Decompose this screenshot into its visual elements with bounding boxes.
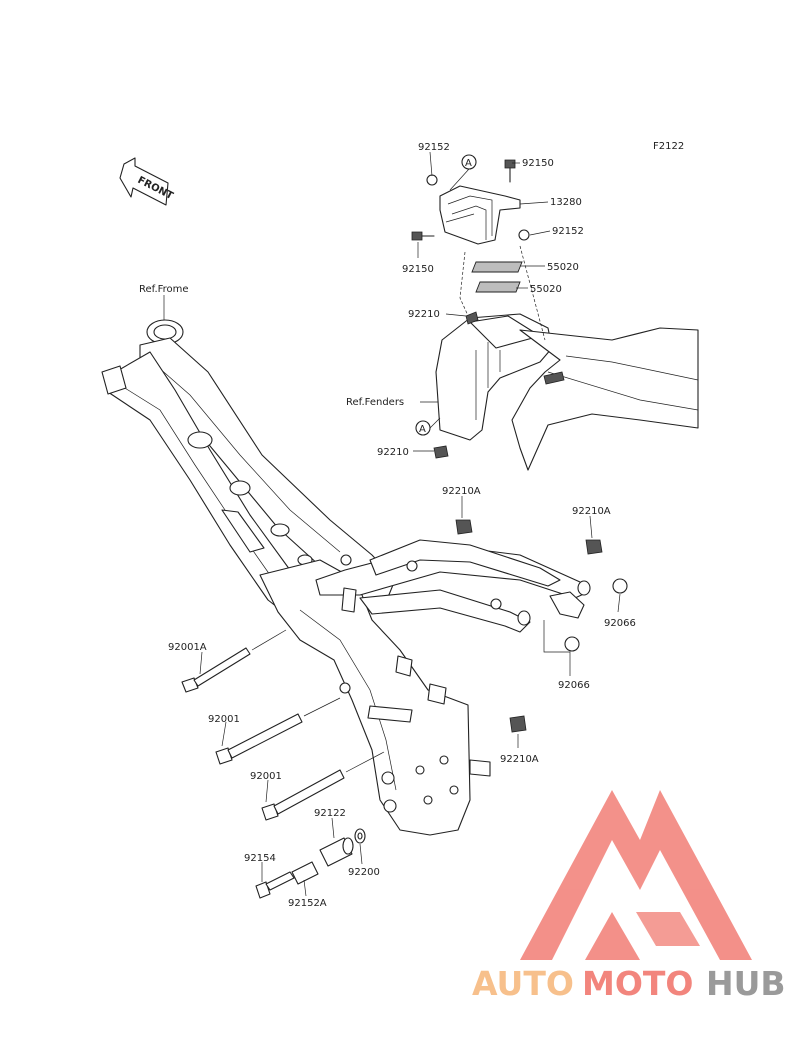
- watermark-hub: HUB: [706, 964, 786, 1003]
- label-92001-b: 92001: [250, 771, 282, 782]
- label-92210A-right: 92210A: [572, 506, 611, 517]
- collar-92152A: [291, 861, 319, 885]
- watermark-logo-icon: [520, 790, 752, 960]
- marker-a-top: A: [465, 158, 472, 169]
- label-92210-b: 92210: [377, 447, 409, 458]
- label-92200: 92200: [348, 867, 380, 878]
- collar-92122: [319, 837, 354, 867]
- label-92150-left: 92150: [402, 264, 434, 275]
- front-arrow-icon: FRONT: [119, 157, 175, 206]
- caps-92066: [564, 578, 628, 652]
- battery-case-assembly: A A: [411, 154, 699, 471]
- label-92066-a: 92066: [604, 618, 636, 629]
- label-92150-top: 92150: [522, 158, 554, 169]
- label-92210A-top: 92210A: [442, 486, 481, 497]
- label-92001A: 92001A: [168, 642, 207, 653]
- label-92210-a: 92210: [408, 309, 440, 320]
- label-92152-mid: 92152: [552, 226, 584, 237]
- figure-code: F2122: [653, 141, 684, 152]
- label-55020-a: 55020: [547, 262, 579, 273]
- label-92122: 92122: [314, 808, 346, 819]
- bolt-92001-upper: [215, 697, 341, 765]
- label-ref-fenders: Ref.Fenders: [346, 397, 404, 408]
- leader-lines: [163, 151, 621, 897]
- watermark-text: AUTO MOTO HUB: [472, 964, 786, 1003]
- label-92210A-low: 92210A: [500, 754, 539, 765]
- label-ref-frame: Ref.Frome: [139, 284, 189, 295]
- label-92152-top: 92152: [418, 142, 450, 153]
- watermark-auto: AUTO: [472, 964, 574, 1003]
- label-92152A: 92152A: [288, 898, 327, 909]
- washer-92200: [354, 828, 366, 844]
- label-92001-a: 92001: [208, 714, 240, 725]
- nuts-92210A: [455, 519, 603, 733]
- label-92066-b: 92066: [558, 680, 590, 691]
- bolt-92001-lower: [261, 751, 385, 821]
- bolt-92001A: [181, 629, 287, 693]
- label-13280: 13280: [550, 197, 582, 208]
- frame-assembly: [101, 319, 591, 836]
- label-55020-b: 55020: [530, 284, 562, 295]
- marker-a-bottom: A: [419, 424, 426, 435]
- watermark-moto: MOTO: [582, 964, 693, 1003]
- label-92154: 92154: [244, 853, 276, 864]
- bolt-92154: [255, 871, 295, 899]
